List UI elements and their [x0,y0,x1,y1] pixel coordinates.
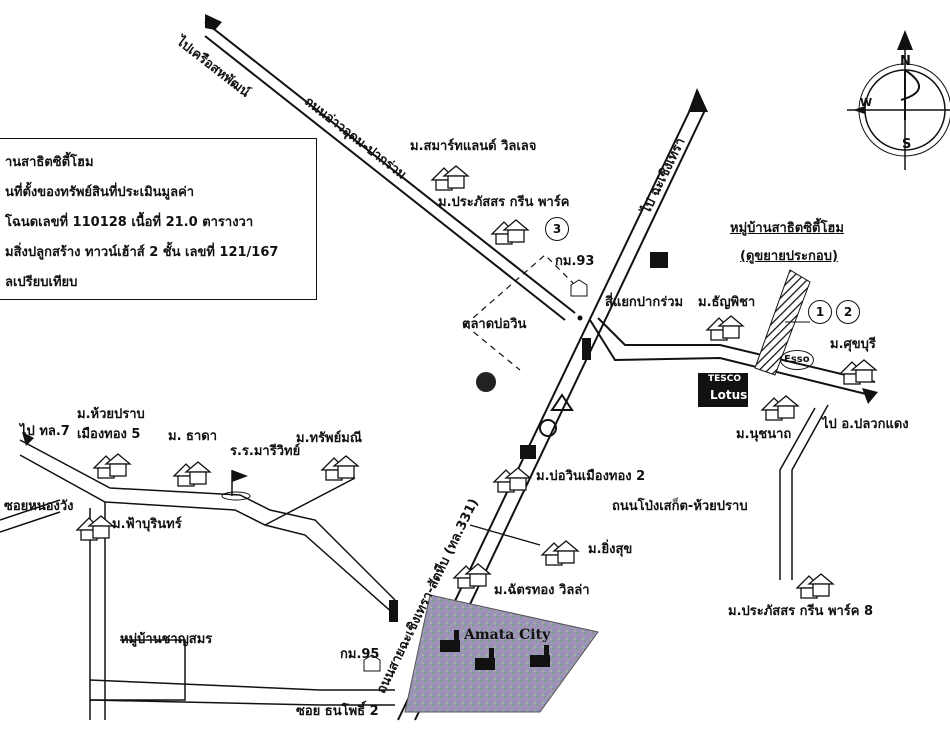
road-pong [779,404,829,580]
label-to-tl7: ไป ทล.7 [20,424,70,439]
label-sapmanee: ม.ทรัพย์มณี [296,431,362,446]
marker-2: 2 [836,300,860,324]
gas-icon [550,393,574,411]
label-nuchanat: ม.นุชนาถ [736,427,792,442]
label-school: ร.ร.มารีวิทย์ [230,444,301,459]
label-chatthong: ม.ฉัตรทอง วิลล่า [494,583,590,598]
label-soi-nong-wang: ซอยหนองวัง [4,499,74,514]
label-to-pluak: ไป อ.ปลวกแดง [822,417,909,432]
legend-line-1: านสาธิตซิตี้โฮม [5,155,94,170]
house-icon [795,573,835,599]
bank-icon [520,445,536,459]
house-icon [92,453,132,479]
label-soi-thanpho: ซอย ธนโพธิ์ 2 [296,704,379,719]
label-lotus: Lotus [710,388,748,402]
label-subject-title: หมู่บ้านสาธิตซิตี้โฮม [730,221,844,236]
arrow-tl7-icon [22,432,34,446]
road-nong-pak [204,21,576,321]
house-icon [490,219,530,245]
label-intersection: สี่แยกปากร่วม [605,295,684,310]
subject-zone [754,269,811,376]
house-icon [705,315,745,341]
factory-icon [475,648,495,670]
label-huai-prap-2: เมืองทอง 5 [77,427,141,442]
label-pong-road: ถนนโป่งเสก็ต-ห้วยปราบ [612,499,748,514]
legend-line-3: โฉนดเลขที่ 110128 เนื้อที่ 21.0 ตารางวา [5,215,254,230]
house-icon [75,515,115,541]
label-km95: กม.95 [340,647,380,662]
traffic-light-icon-2 [389,600,398,622]
legend-box: านสาธิตซิตี้โฮม นที่ตั้งของทรัพย์สินที่ป… [0,138,317,300]
label-chanyasamon: หมู่บ้านชาญสมร [120,632,213,647]
shop-icon [650,252,668,268]
esso-logo: Esso [780,350,814,370]
label-prapassorn8: ม.ประภัสสร กรีน พาร์ค 8 [728,604,874,619]
marker-3: 3 [545,217,569,241]
label-bowin: ม.บ่อวินเมืองทอง 2 [536,469,646,484]
label-thanpicha: ม.ธัญพิชา [698,295,756,310]
km93-post [570,279,588,297]
office-icon [539,419,557,437]
label-prapassorn-green: ม.ประภัสสร กรีน พาร์ค [438,195,570,210]
marker-1: 1 [808,300,832,324]
label-thada: ม. ธาดา [168,429,218,444]
label-amata: Amata City [464,627,551,643]
label-km93: กม.93 [555,254,595,269]
label-huai-prap-1: ม.ห้วยปราบ [77,407,145,422]
label-sukburi: ม.ศุขบุรี [830,337,876,352]
house-icon [540,540,580,566]
house-icon [838,359,878,385]
house-icon [320,455,360,481]
legend-line-4: มสิ่งปลูกสร้าง ทาวน์เฮ้าส์ 2 ชั้น เลขที่… [5,245,279,260]
legend-line-2: นที่ตั้งของทรัพย์สินที่ประเมินมูลค่า [5,185,195,200]
house-icon [172,461,212,487]
label-tesco: TESCO [708,374,742,384]
label-fa-burin: ม.ฟ้าบุรินทร์ [112,517,182,532]
arrow-krua-icon [205,14,222,30]
amata-area [404,594,599,713]
road-west-network [0,439,396,720]
compass [847,30,950,170]
arrow-chachoeng-icon [688,88,708,112]
temple-icon [476,372,496,392]
market-boundary [464,254,576,326]
house-icon [452,563,492,589]
label-subject-sub: (ดูขยายประกอบ) [740,249,838,264]
house-icon [492,467,532,493]
compass-n: N [900,54,911,69]
house-icon [760,395,800,421]
label-market: ตลาดบ่อวิน [462,317,527,332]
label-yingsuk: ม.ยิ่งสุข [588,542,633,557]
factory-icon [440,630,460,652]
compass-w: W [860,96,873,109]
km95-post [363,654,381,672]
arrow-pluak-icon [862,388,878,404]
tesco-logo [698,373,748,407]
traffic-light-icon [582,338,591,360]
house-icon [430,165,470,191]
label-smart-land: ม.สมาร์ทแลนด์ วิลเลจ [410,139,537,154]
intersection-dot [577,315,583,321]
factory-icon [530,645,550,667]
compass-s: S [902,137,912,152]
legend-line-5: ลเปรียบเทียบ [5,275,78,290]
